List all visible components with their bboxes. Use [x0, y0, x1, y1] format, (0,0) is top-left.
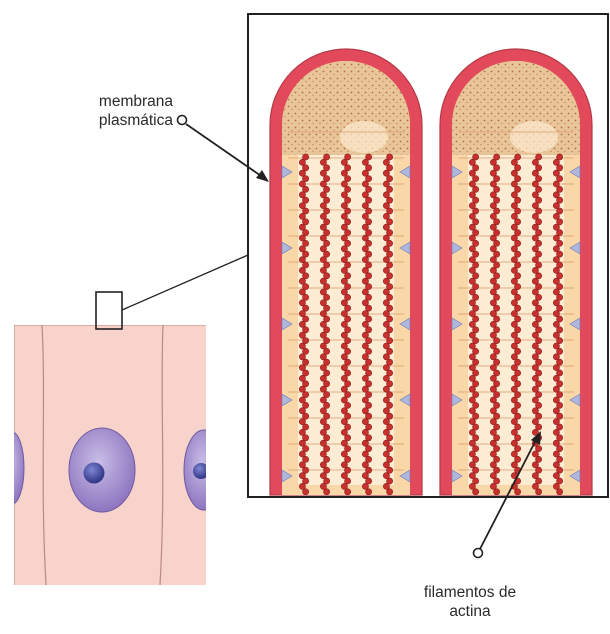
membrane-label-line-1: membrana — [58, 92, 173, 111]
epithelial-cells — [0, 255, 248, 587]
actin-label-line-2: actina — [395, 602, 545, 621]
zoom-connector-line — [122, 255, 248, 310]
microvillus-left — [270, 49, 422, 495]
membrane-label: membrana plasmática — [58, 92, 173, 130]
cell-nucleolus — [84, 463, 105, 484]
actin-label: filamentos de actina — [395, 583, 545, 621]
zoom-panel — [248, 14, 608, 497]
membrane-label-line-2: plasmática — [58, 111, 173, 130]
zoom-region-box — [96, 292, 122, 329]
actin-label-line-1: filamentos de — [395, 583, 545, 602]
microvillus-right — [440, 49, 592, 495]
